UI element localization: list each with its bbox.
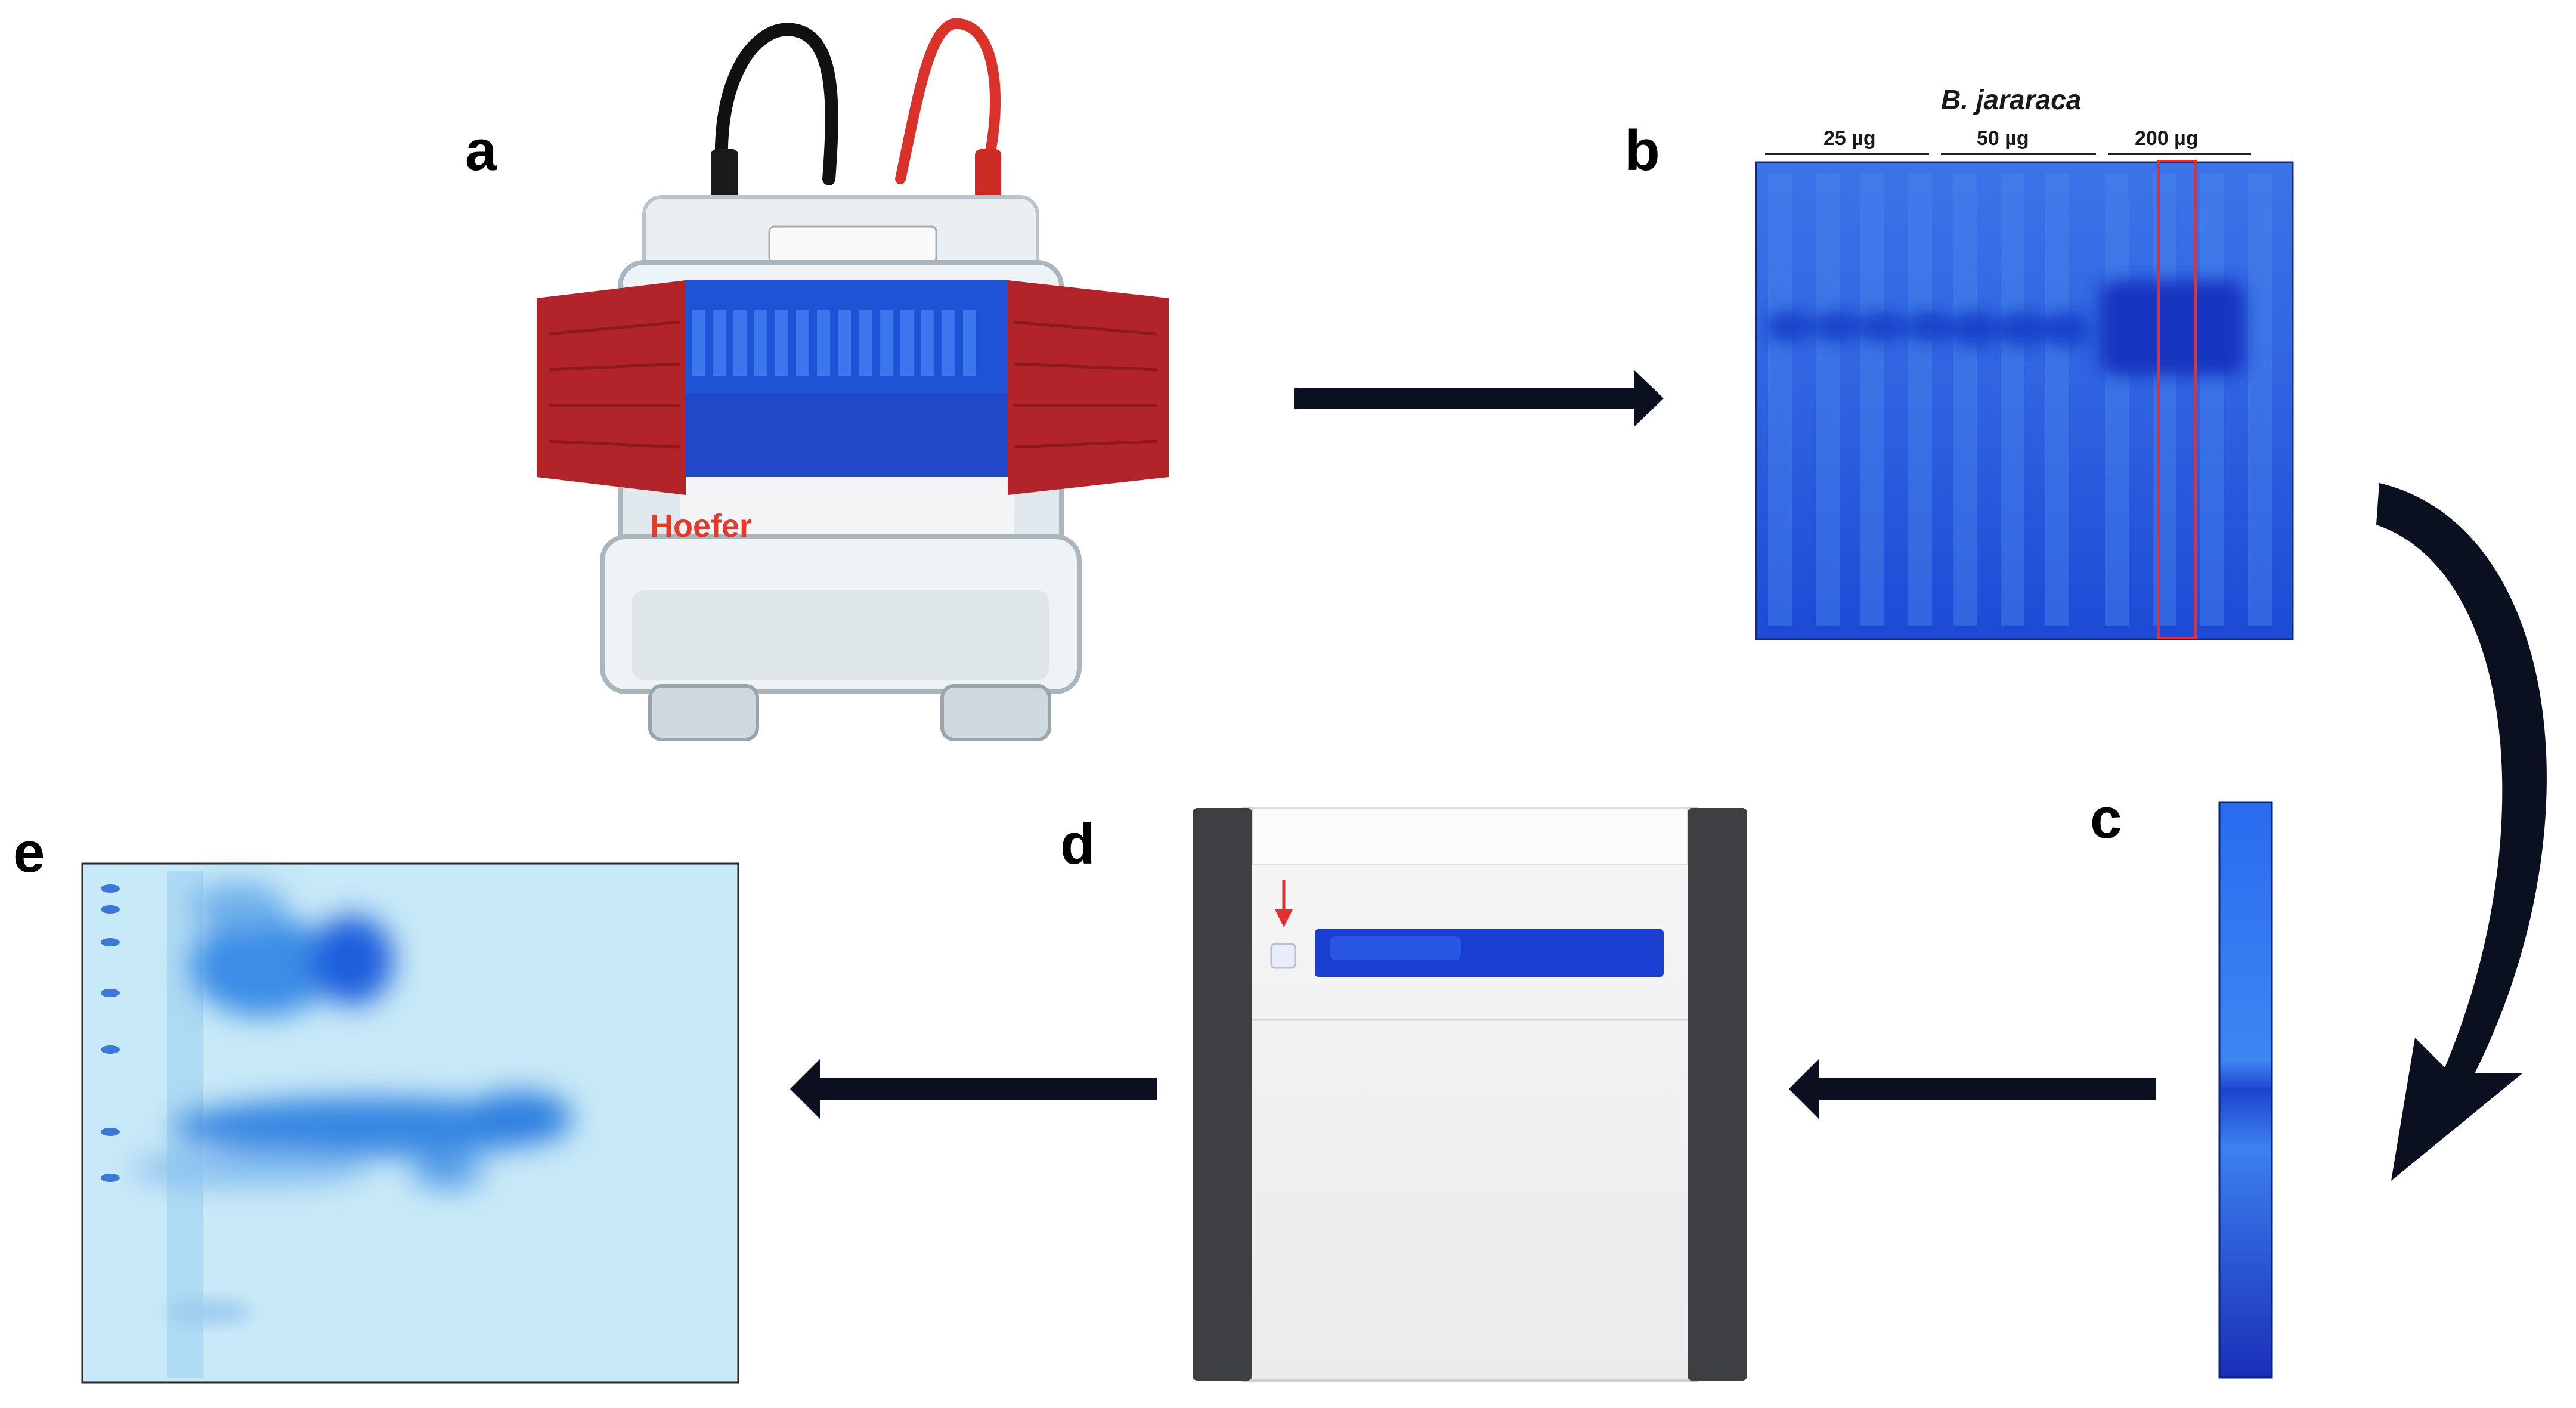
gel-d-glass (1242, 807, 1698, 1382)
gel-b-bands (1765, 311, 2091, 347)
right-foot (940, 684, 1051, 741)
cassette-lower (680, 394, 1014, 477)
gel-e-upper-spots (191, 883, 394, 1017)
excised-lane-highlight (2157, 160, 2197, 639)
gel-strip (2218, 801, 2273, 1379)
arrow-d-to-e-icon (790, 1059, 1157, 1119)
gel-title: B. jararaca (1941, 84, 2081, 115)
gel-d-strip-band-shade (1330, 936, 1461, 960)
marker-well (1270, 943, 1296, 969)
lid-label (768, 225, 937, 264)
gel-d-left-spacer (1193, 808, 1252, 1381)
arrow-c-to-d-icon (1789, 1059, 2156, 1119)
gel-e-lower-spots (131, 1091, 572, 1190)
left-foot (648, 684, 759, 741)
panel-letter-c: c (2090, 787, 2122, 850)
buffer-liquid (632, 590, 1049, 680)
brand-label: Hoefer (650, 508, 752, 544)
curved-arrow-b-to-c-icon (2376, 483, 2547, 1181)
lane-group-label-2: 50 µg (1977, 127, 2029, 150)
gel-b-background (1755, 161, 2294, 640)
arrow-a-to-b-icon (1294, 370, 1664, 427)
gel-d-right-spacer (1688, 808, 1747, 1381)
gel-b (1755, 160, 2294, 640)
cassette-wells (692, 310, 976, 376)
right-clamp (1008, 280, 1169, 495)
lane-group-labels: 25 µg 50 µg 200 µg (1765, 127, 2251, 155)
panel-letter-b: b (1625, 119, 1660, 182)
gel-e-marker-ladder (101, 884, 120, 1182)
gel-b-lanes (1768, 173, 2272, 626)
panel-letter-d: d (1060, 812, 1095, 876)
lane-group-label-3: 200 µg (2135, 127, 2199, 150)
panel-a-electrophoresis-unit: Hoefer (537, 18, 1169, 741)
black-cable (714, 23, 838, 203)
clamp-ridges (548, 320, 1157, 449)
red-cable (895, 18, 1001, 184)
gel-e-faint-spot (167, 1300, 250, 1324)
red-arrow-down-icon (1275, 880, 1293, 927)
panel-letter-e: e (13, 821, 45, 884)
gel-b-heavy-band (2099, 280, 2245, 376)
gel-d-top-edge (1252, 807, 1688, 865)
gel-e (81, 862, 739, 1384)
gel-d (1193, 807, 1747, 1382)
left-clamp (537, 280, 686, 495)
panel-letter-a: a (465, 119, 497, 182)
lane-group-label-1: 25 µg (1823, 127, 1876, 150)
